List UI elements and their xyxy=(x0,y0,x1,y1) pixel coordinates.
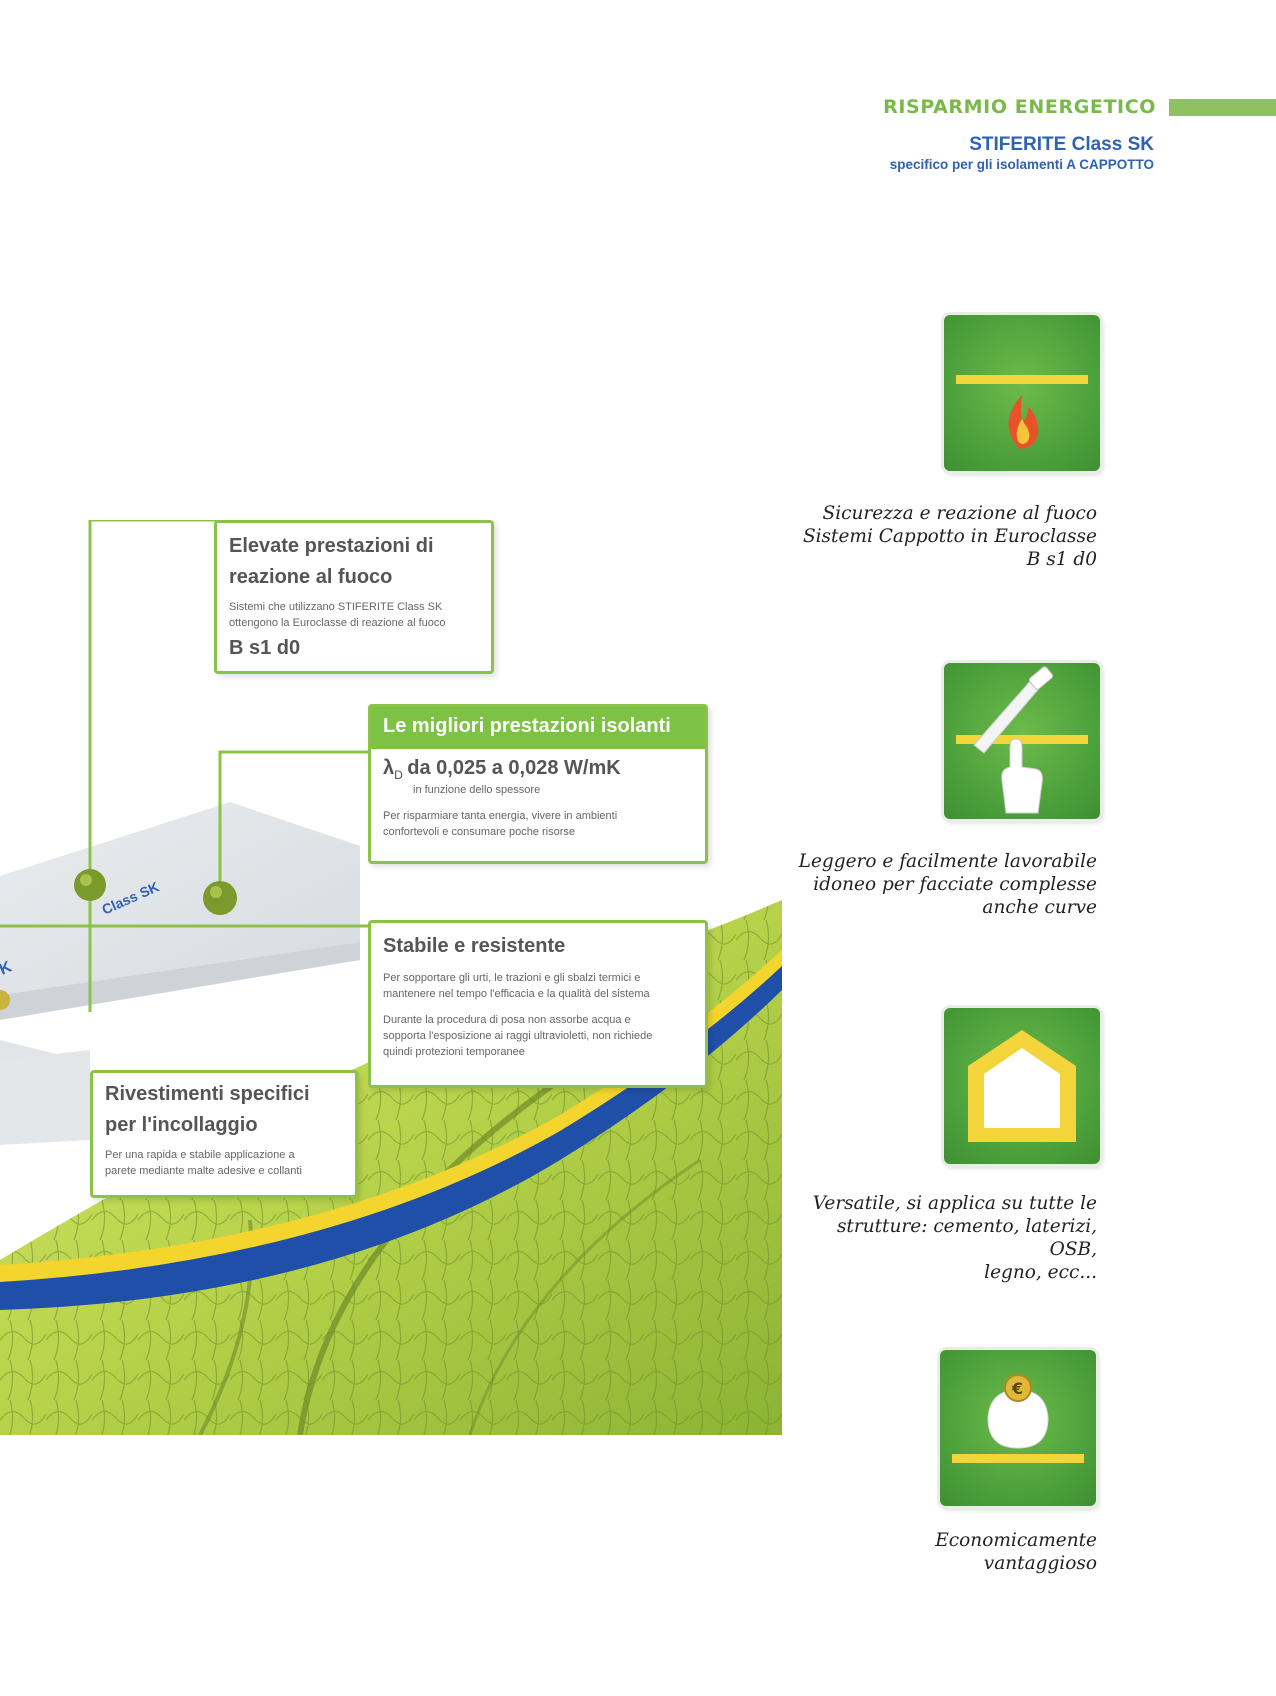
callout-stable-title: Stabile e resistente xyxy=(383,935,566,957)
feature-versatile-line-3: legno, ecc... xyxy=(984,1262,1097,1283)
callout-stable-text1-2: mantenere nel tempo l'efficacia e la qua… xyxy=(383,988,650,1000)
feature-fire-line-2: Sistemi Cappotto in Euroclasse xyxy=(802,526,1097,547)
callout-coating-text-2: parete mediante malte adesive e collanti xyxy=(105,1165,302,1177)
callout-coating: Rivestimenti specifici per l'incollaggio… xyxy=(90,1070,358,1198)
product-title: STIFERITE Class SK xyxy=(969,134,1154,155)
callout-insulation: Le migliori prestazioni isolanti λD da 0… xyxy=(368,704,708,864)
callout-fire-text-2: ottengono la Euroclasse di reazione al f… xyxy=(229,617,446,629)
callout-fire-title-2: reazione al fuoco xyxy=(229,566,393,588)
callout-coating-text-1: Per una rapida e stabile applicazione a xyxy=(105,1149,295,1161)
callout-coating-title-2: per l'incollaggio xyxy=(105,1114,258,1136)
callout-fire-reaction: Elevate prestazioni di reazione al fuoco… xyxy=(214,520,494,674)
feature-caption-fire: Sicurezza e reazione al fuoco Sistemi Ca… xyxy=(797,502,1097,571)
feature-fire-line-3: B s1 d0 xyxy=(1026,549,1097,570)
feature-lightweight-line-2: idoneo per facciate complesse xyxy=(813,874,1097,895)
callout-fire-value: B s1 d0 xyxy=(229,637,301,659)
callout-fire-text-1: Sistemi che utilizzano STIFERITE Class S… xyxy=(229,601,443,613)
saw-hand-icon xyxy=(944,663,1100,819)
feature-caption-versatile: Versatile, si applica su tutte le strutt… xyxy=(797,1192,1097,1284)
callout-fire-title-1: Elevate prestazioni di xyxy=(229,535,434,557)
product-illustration: Class SK K Elevate prestazioni di reazio… xyxy=(0,520,782,1435)
fire-icon xyxy=(944,315,1100,471)
feature-lightweight-line-1: Leggero e facilmente lavorabile xyxy=(798,851,1097,872)
section-title: RISPARMIO ENERGETICO xyxy=(883,96,1156,118)
feature-lightweight-line-3: anche curve xyxy=(982,897,1097,918)
lambda-value: da 0,025 a 0,028 W/mK xyxy=(407,757,621,779)
piggy-bank-icon: € xyxy=(940,1350,1096,1506)
feature-economic-line-1: Economicamente xyxy=(935,1530,1097,1551)
lambda-subscript: D xyxy=(394,768,403,782)
feature-versatile-line-2: strutture: cemento, laterizi, OSB, xyxy=(836,1216,1097,1260)
callout-insulation-text-1: Per risparmiare tanta energia, vivere in… xyxy=(383,810,618,822)
callout-stable-text2-1: Durante la procedura di posa non assorbe… xyxy=(383,1014,631,1026)
callout-stable: Stabile e resistente Per sopportare gli … xyxy=(368,920,708,1088)
euro-symbol: € xyxy=(1011,1379,1023,1398)
callout-insulation-title: Le migliori prestazioni isolanti xyxy=(371,707,705,749)
feature-fire-line-1: Sicurezza e reazione al fuoco xyxy=(822,503,1097,524)
feature-caption-economic: Economicamente vantaggioso xyxy=(797,1529,1097,1575)
callout-stable-text1-1: Per sopportare gli urti, le trazioni e g… xyxy=(383,972,641,984)
house-icon xyxy=(944,1008,1100,1164)
callout-coating-title-1: Rivestimenti specifici xyxy=(105,1083,310,1105)
product-subtitle: specifico per gli isolamenti A CAPPOTTO xyxy=(889,157,1154,172)
callout-insulation-text-2: confortevoli e consumare poche risorse xyxy=(383,826,575,838)
callout-stable-text2-2: sopporta l'esposizione ai raggi ultravio… xyxy=(383,1030,653,1042)
callout-stable-text2-3: quindi protezioni temporanee xyxy=(383,1046,525,1058)
section-bar xyxy=(1169,99,1276,116)
feature-versatile-line-1: Versatile, si applica su tutte le xyxy=(812,1193,1097,1214)
lambda-note: in funzione dello spessore xyxy=(413,784,541,796)
lambda-symbol: λ xyxy=(383,757,395,779)
feature-economic-line-2: vantaggioso xyxy=(983,1553,1097,1574)
feature-caption-lightweight: Leggero e facilmente lavorabile idoneo p… xyxy=(797,850,1097,919)
